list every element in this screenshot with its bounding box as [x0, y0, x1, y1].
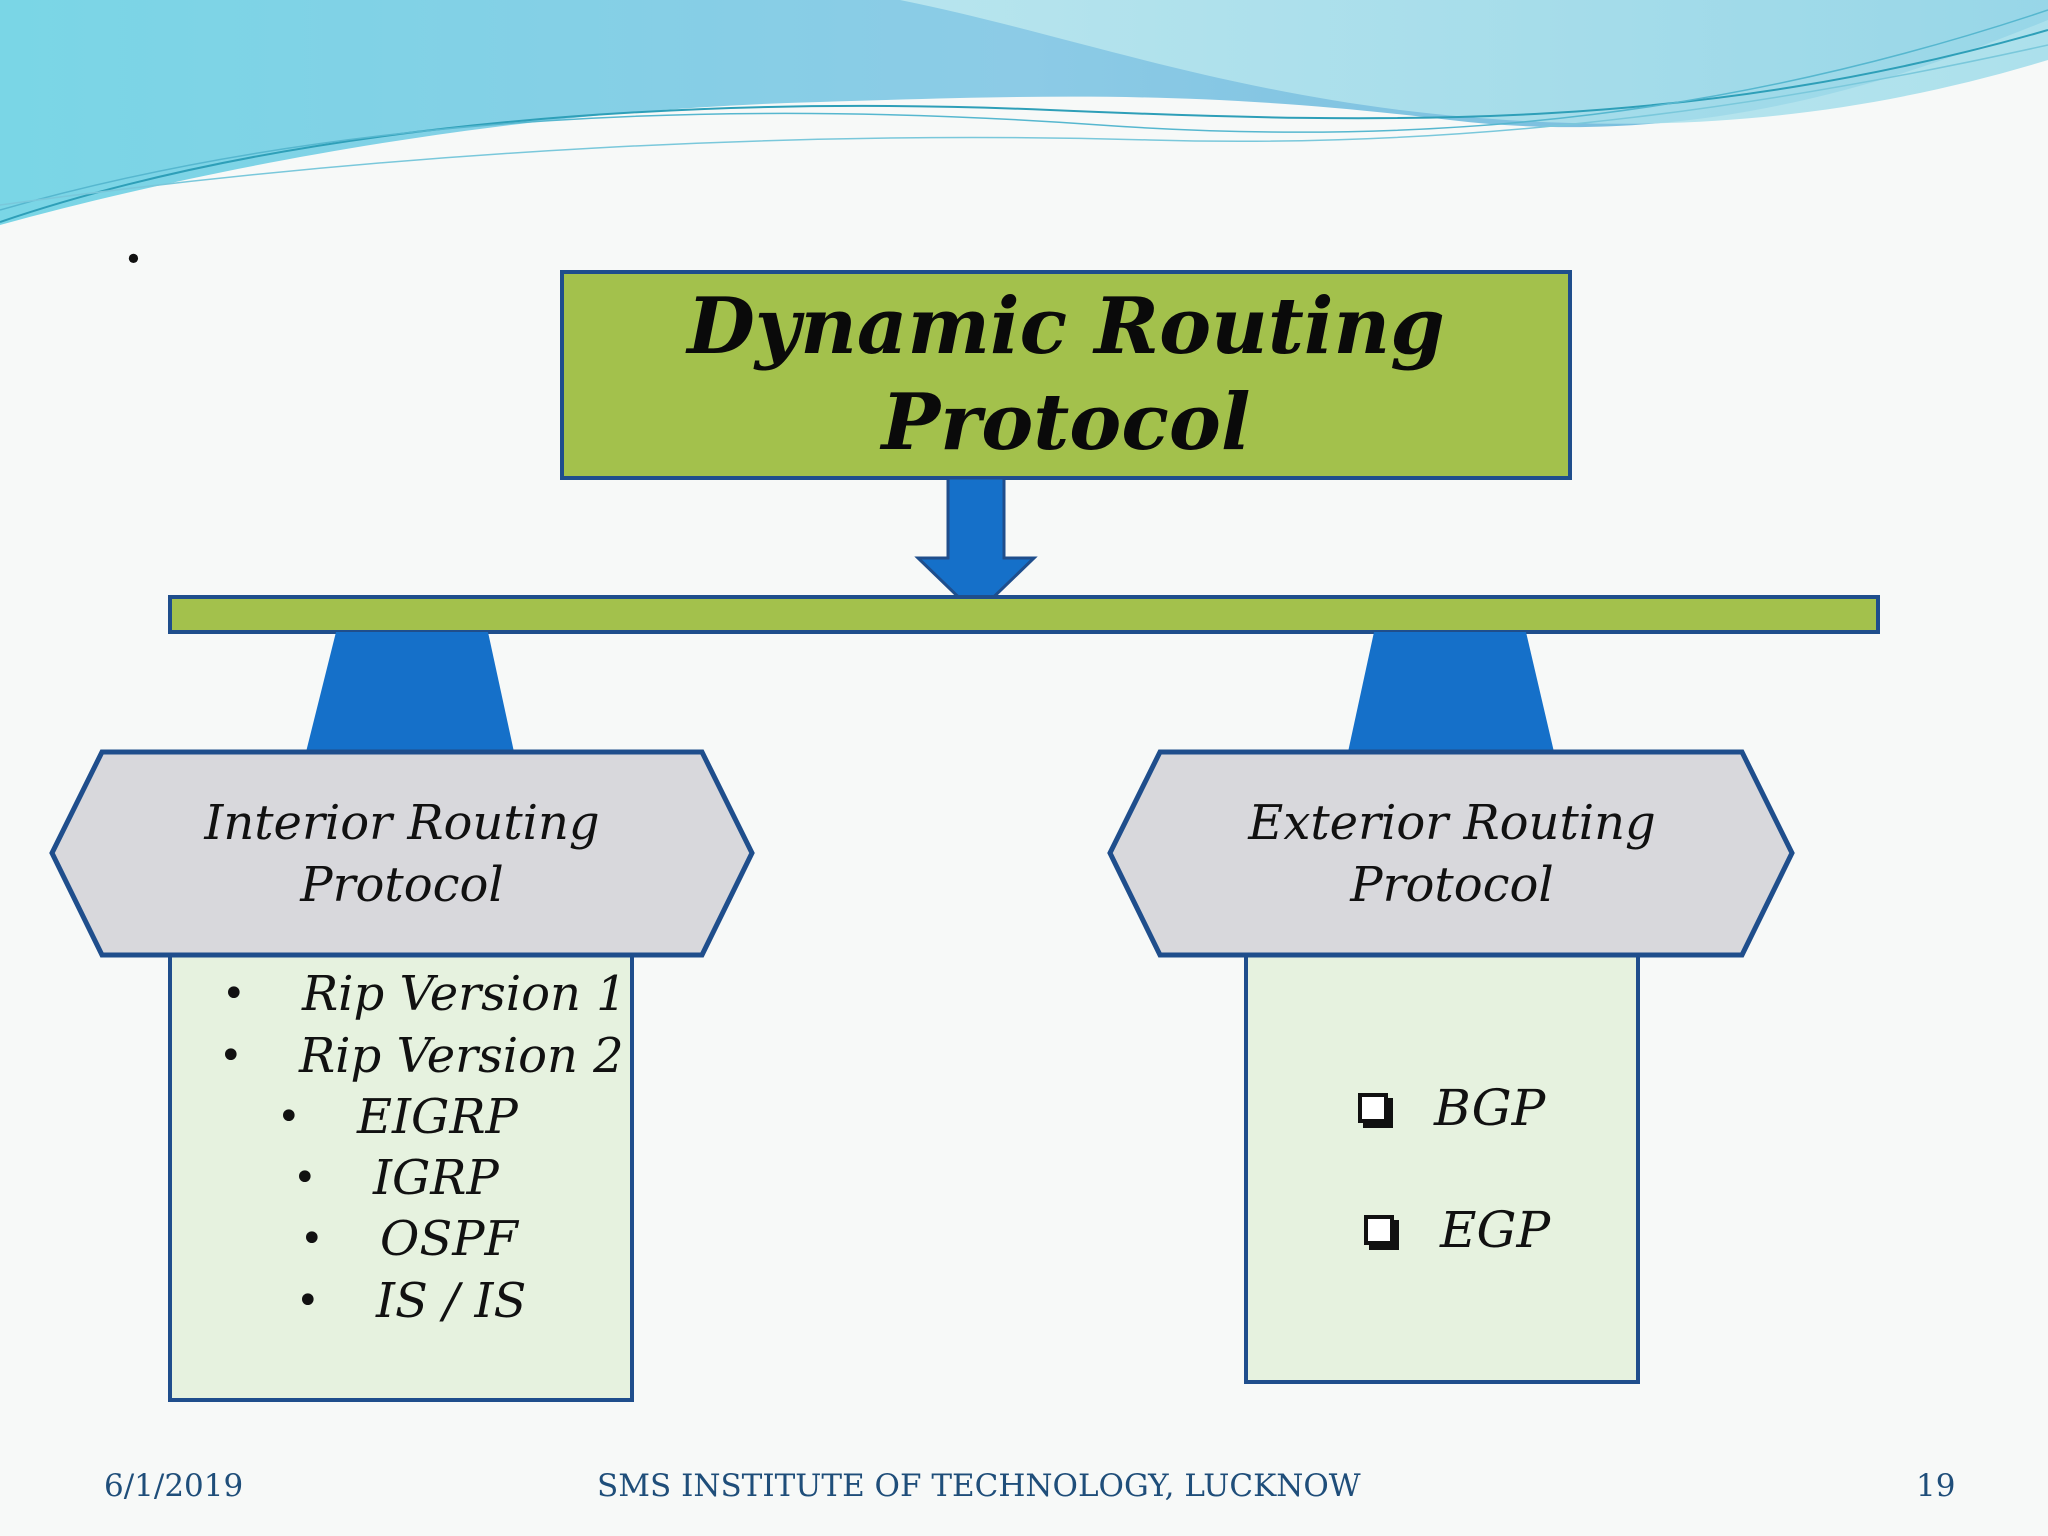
diagram-title: Dynamic Routing Protocol — [687, 281, 1445, 468]
list-item-label: IGRP — [373, 1150, 499, 1206]
footer-date: 6/1/2019 — [104, 1468, 244, 1504]
bullet-icon: • — [293, 1155, 317, 1201]
bullet-icon: • — [296, 1278, 320, 1324]
list-item-label: EGP — [1440, 1201, 1551, 1259]
list-item-label: OSPF — [380, 1211, 518, 1267]
exterior-connector — [1348, 632, 1554, 752]
title-box — [560, 270, 1572, 480]
list-item: BGP — [1358, 1078, 1545, 1138]
list-item: EGP — [1364, 1200, 1550, 1260]
list-item: • IGRP — [293, 1150, 499, 1206]
list-item: • EIGRP — [277, 1089, 518, 1145]
bullet-icon: • — [300, 1216, 324, 1262]
list-item-label: EIGRP — [357, 1089, 518, 1145]
list-item-label: BGP — [1434, 1079, 1546, 1137]
list-item-label: IS / IS — [376, 1273, 527, 1329]
list-item: • IS / IS — [296, 1273, 526, 1329]
down-arrow-icon — [914, 476, 1038, 617]
interior-hexagon — [49, 749, 755, 958]
connector-bar — [168, 595, 1880, 634]
checkbox-icon — [1364, 1215, 1394, 1245]
exterior-hexagon — [1107, 749, 1795, 958]
list-item: • Rip Version 2 — [219, 1028, 624, 1084]
interior-connector — [306, 632, 514, 752]
exterior-branch-label: Exterior Routing Protocol — [1248, 795, 1656, 913]
list-item: • OSPF — [300, 1211, 518, 1267]
footer-institution: SMS INSTITUTE OF TECHNOLOGY, LUCKNOW — [597, 1468, 1361, 1504]
bullet-icon: • — [277, 1094, 301, 1140]
bullet-icon: • — [222, 971, 246, 1017]
checkbox-icon — [1358, 1093, 1388, 1123]
bullet-icon: • — [219, 1033, 243, 1079]
interior-branch-label: Interior Routing Protocol — [204, 795, 600, 913]
list-item-label: Rip Version 1 — [302, 966, 627, 1022]
stray-bullet: • — [124, 240, 143, 278]
exterior-list-box — [1244, 953, 1640, 1384]
list-item-label: Rip Version 2 — [299, 1028, 624, 1084]
list-item: • Rip Version 1 — [222, 966, 627, 1022]
footer-page-number: 19 — [1916, 1468, 1956, 1504]
